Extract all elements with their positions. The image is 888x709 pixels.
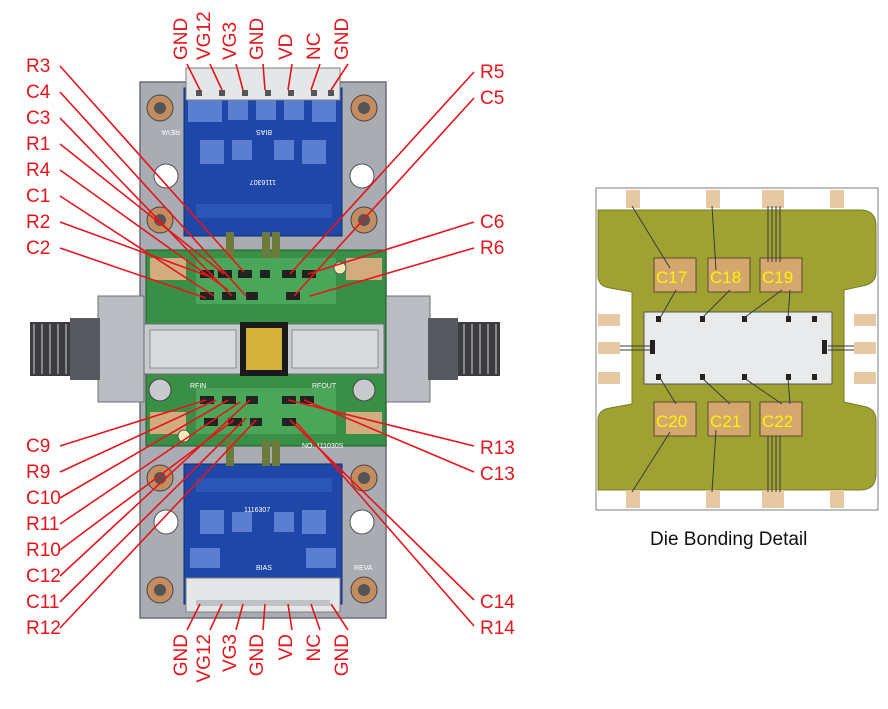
component-label: C11 xyxy=(26,592,59,613)
pin-label-top: VG3 xyxy=(220,22,241,60)
component-label: R12 xyxy=(26,618,61,639)
die-capacitors-top: C17 C18 C19 xyxy=(653,257,803,293)
component-label: C14 xyxy=(480,592,515,613)
die-capacitors-bottom: C20 C21 C22 xyxy=(653,401,803,437)
die-cap-label: C17 xyxy=(656,268,687,287)
edge-pads xyxy=(598,190,876,508)
pin-label-top: GND xyxy=(171,18,192,60)
component-label: R1 xyxy=(26,134,50,155)
pin-label-bottom: GND xyxy=(247,634,268,676)
left-component-labels-bottom: C9 R9 C10 R11 R10 C12 C11 R12 xyxy=(26,399,257,639)
die-cap-label: C18 xyxy=(710,268,741,287)
component-label: R14 xyxy=(480,618,515,639)
right-component-labels-bottom: R13 C13 C14 R14 xyxy=(287,399,515,639)
pin-label-top: GND xyxy=(247,18,268,60)
component-label: R9 xyxy=(26,462,50,483)
component-label: C3 xyxy=(26,108,50,129)
component-label: C5 xyxy=(480,88,504,109)
silk-part-top: 1116307 xyxy=(250,178,276,185)
pin-label-bottom: VG3 xyxy=(220,634,241,672)
component-label: R6 xyxy=(480,238,504,259)
silk-bias-top: BIAS xyxy=(256,128,272,135)
die-cap-label: C22 xyxy=(762,412,793,431)
component-label: R11 xyxy=(26,514,59,535)
pin-label-bottom: GND xyxy=(171,634,192,676)
mmic-die-detail xyxy=(643,311,833,385)
pin-label-bottom: VG12 xyxy=(194,634,215,683)
silk-board-no: NO. 111030S xyxy=(302,443,344,450)
right-component-labels-top: R5 C5 C6 R6 xyxy=(289,62,504,297)
die-cap-label: C21 xyxy=(710,412,741,431)
left-component-labels-top: R3 C4 C3 R1 R4 C1 R2 C2 xyxy=(26,56,247,299)
right-sma-connector xyxy=(428,318,500,380)
pin-label-bottom: VD xyxy=(276,634,297,660)
component-label: R2 xyxy=(26,212,50,233)
right-connector-body xyxy=(383,295,431,403)
pin-label-bottom: GND xyxy=(332,634,353,676)
silk-rfin: RFIN xyxy=(190,383,206,390)
component-label: C2 xyxy=(26,238,50,259)
component-label: C1 xyxy=(26,186,50,207)
component-label: C13 xyxy=(480,464,515,485)
component-label: C4 xyxy=(26,82,51,103)
component-label: R4 xyxy=(26,160,51,181)
die-cap-label: C20 xyxy=(656,412,687,431)
left-sma-connector xyxy=(30,318,100,380)
pin-label-top: NC xyxy=(304,33,325,60)
bottom-pin-labels: GND VG12 VG3 GND VD NC GND xyxy=(171,603,353,683)
bias-straps xyxy=(226,232,280,466)
assembly-drawing: REVA BIAS 1116307 REVA BIAS 1116307 xyxy=(26,11,515,682)
silk-part-bottom: 1116307 xyxy=(244,507,270,514)
top-pin-labels: GND VG12 VG3 GND VD NC GND xyxy=(171,11,353,91)
component-label: C12 xyxy=(26,566,61,587)
component-label: C6 xyxy=(480,212,504,233)
silk-rev-top: REVA xyxy=(161,128,180,135)
pin-label-bottom: NC xyxy=(304,634,325,661)
component-label: R3 xyxy=(26,56,50,77)
die-cap-label: C19 xyxy=(762,268,793,287)
component-label: R13 xyxy=(480,438,515,459)
bond-wires xyxy=(620,205,854,493)
component-label: C10 xyxy=(26,488,61,509)
pin-label-top: VD xyxy=(276,34,297,60)
pin-label-top: VG12 xyxy=(194,11,215,60)
pin-label-top: GND xyxy=(332,18,353,60)
component-label: R10 xyxy=(26,540,61,561)
die-bonding-caption: Die Bonding Detail xyxy=(650,529,807,550)
component-label: R5 xyxy=(480,62,504,83)
component-label: C9 xyxy=(26,436,50,457)
die-bonding-detail: C17 C18 C19 C20 C21 C22 xyxy=(595,187,879,550)
silk-rev-bottom: REVA xyxy=(354,565,373,572)
mounting-screws xyxy=(146,94,378,604)
silk-bias-bottom: BIAS xyxy=(256,565,272,572)
silk-rfout: RFOUT xyxy=(312,383,337,390)
bottom-header-connector xyxy=(185,577,341,613)
left-connector-body xyxy=(97,295,145,403)
